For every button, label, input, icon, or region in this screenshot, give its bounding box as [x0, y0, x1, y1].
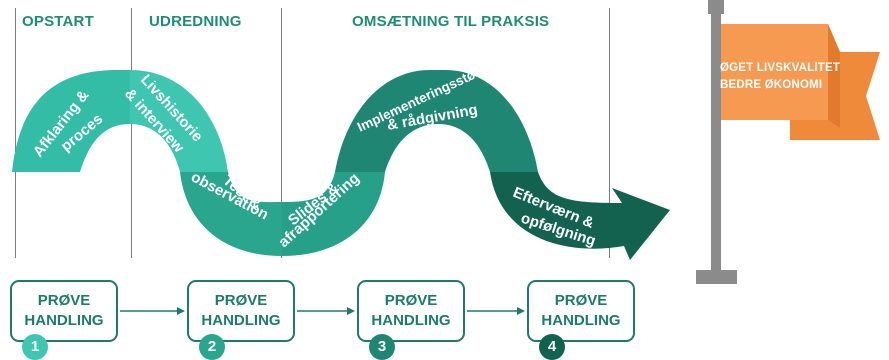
step-connector-3-head — [517, 307, 525, 315]
step-number-3: 3 — [369, 334, 395, 360]
step-box-3: PRØVE HANDLING — [357, 280, 465, 342]
phase-divider-2 — [131, 8, 132, 258]
flag-pole-top-cap — [708, 0, 724, 14]
flag-fold — [828, 24, 840, 128]
step-box-2: PRØVE HANDLING — [187, 280, 295, 342]
step-4-line2: HANDLING — [541, 312, 621, 329]
step-2-line1: PRØVE — [214, 292, 268, 309]
step-number-4: 4 — [539, 334, 565, 360]
phase-divider-3 — [281, 8, 282, 258]
phase-header-udredning: UDREDNING — [149, 13, 242, 30]
phase-header-omsaetning: OMSÆTNING TIL PRAKSIS — [352, 13, 550, 30]
flag-text-line1: ØGET LIVSKVALITET — [720, 62, 841, 74]
phase-header-opstart: OPSTART — [22, 13, 94, 30]
step-1-line1: PRØVE — [37, 292, 91, 309]
step-number-1: 1 — [22, 334, 48, 360]
step-connector-2-head — [347, 307, 355, 315]
step-2-line2: HANDLING — [201, 312, 281, 329]
step-box-4: PRØVE HANDLING — [527, 280, 635, 342]
step-1-line2: HANDLING — [24, 312, 104, 329]
step-number-2: 2 — [199, 334, 225, 360]
phase-divider-1 — [15, 8, 16, 258]
phase-divider-4 — [609, 8, 610, 258]
step-connector-1-head — [177, 307, 185, 315]
wave-segment-livshistorie — [130, 70, 228, 172]
wave-segment-implementering — [335, 70, 538, 172]
step-4-line1: PRØVE — [554, 292, 608, 309]
step-box-1: PRØVE HANDLING — [10, 280, 118, 342]
wave-segment-slides — [282, 172, 385, 256]
flag-pole — [711, 14, 721, 270]
wave-segment-afklaring — [12, 70, 130, 172]
step-3-line1: PRØVE — [384, 292, 438, 309]
wave-segment-efterværn — [490, 172, 670, 260]
flag-pole-base — [696, 270, 737, 284]
flag-front — [721, 24, 840, 128]
flag-text-line2: BEDRE ØKONOMI — [720, 79, 823, 91]
step-3-line2: HANDLING — [371, 312, 451, 329]
wave-segment-test — [180, 172, 282, 256]
